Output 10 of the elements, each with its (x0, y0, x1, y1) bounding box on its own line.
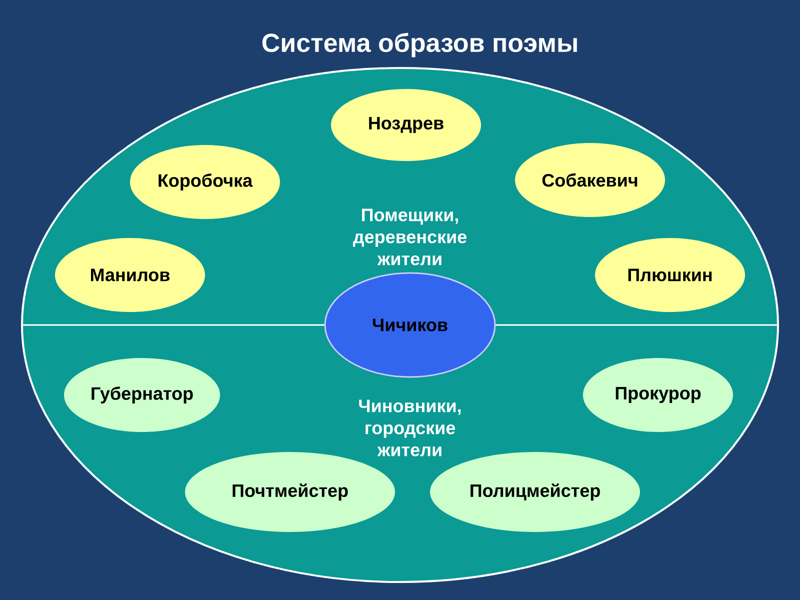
name-oval: Губернатор (64, 358, 220, 432)
center-oval: Чичиков (324, 272, 496, 378)
group-label: Помещики, деревенские жители (353, 208, 467, 266)
title: Система образов поэмы (262, 32, 577, 58)
name-oval: Собакевич (515, 143, 665, 217)
name-oval: Коробочка (130, 145, 280, 219)
name-oval: Плюшкин (595, 238, 745, 312)
name-oval: Ноздрев (331, 89, 481, 161)
name-oval: Манилов (55, 238, 205, 312)
name-oval: Прокурор (583, 358, 733, 432)
